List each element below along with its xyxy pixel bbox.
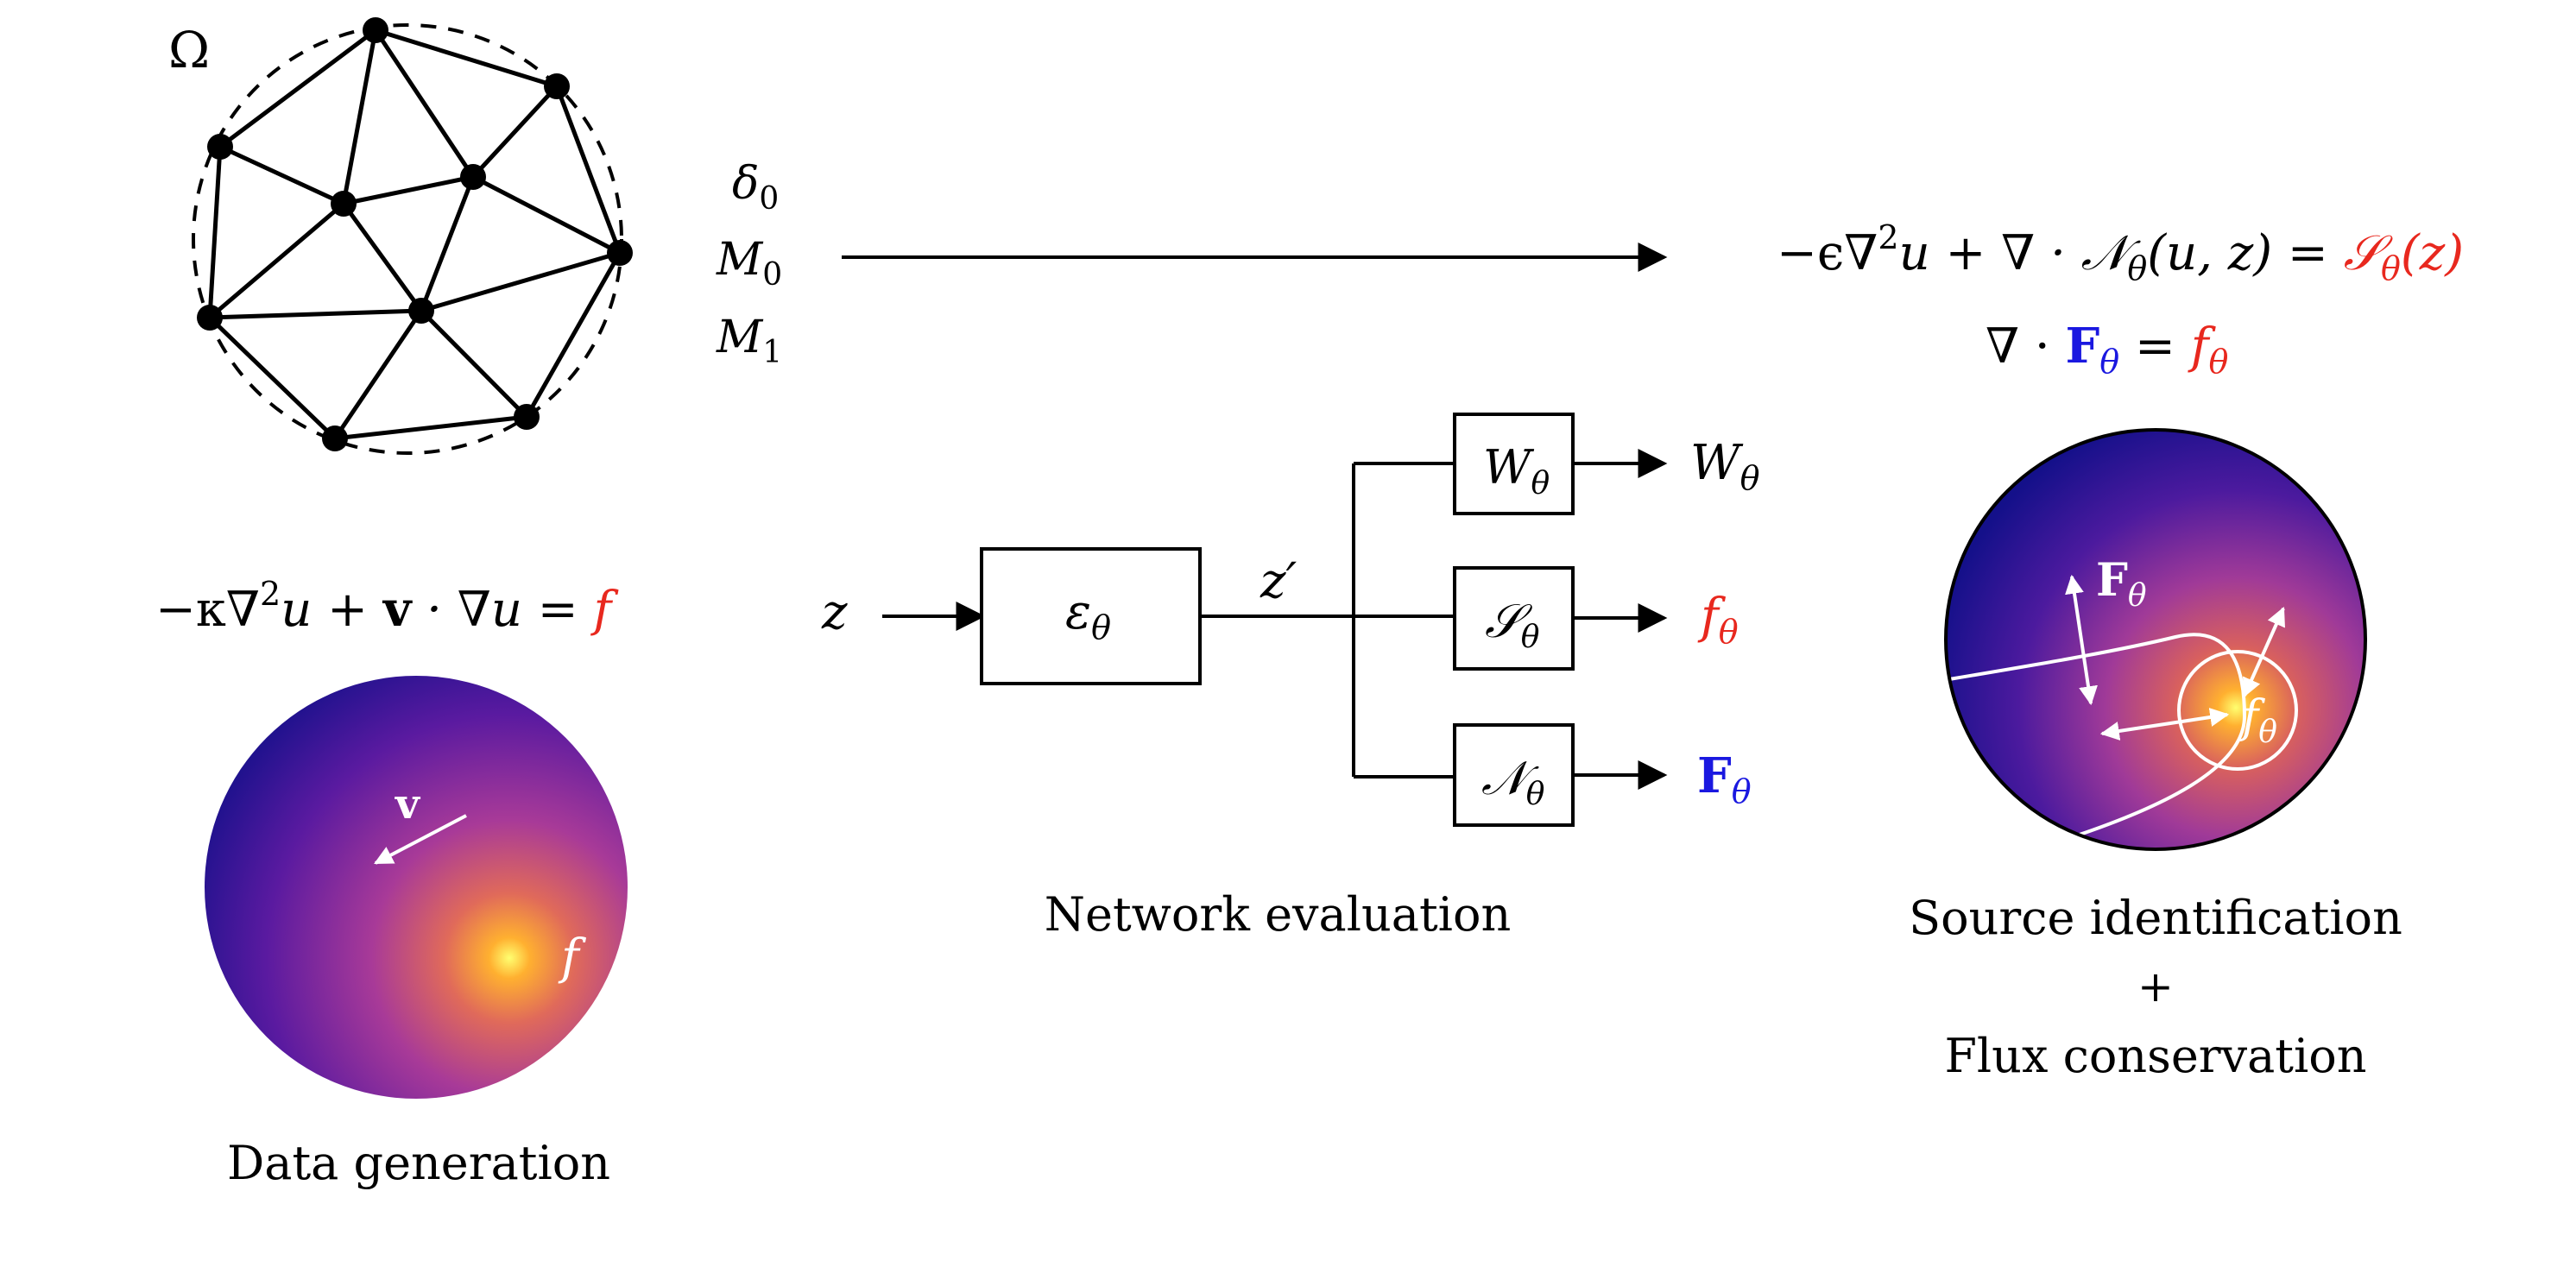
- zprime-label: z′: [1260, 553, 1297, 609]
- encoder-label: εθ: [1065, 584, 1111, 646]
- mesh-edge: [419, 176, 476, 312]
- mesh-edge: [471, 85, 559, 179]
- mesh-node: [408, 298, 434, 324]
- encoder-box: [980, 547, 1202, 685]
- mesh-group: Ω: [168, 17, 633, 455]
- mesh-node: [197, 305, 223, 331]
- mesh-node: [544, 73, 570, 99]
- source-disk: Fθ fθ: [1944, 428, 2367, 851]
- mesh-edge: [341, 29, 378, 205]
- flux-arrow-horizontal: [2099, 708, 2230, 741]
- mesh-edge: [332, 309, 424, 440]
- mesh-edge: [209, 308, 422, 320]
- mesh-node: [207, 134, 233, 160]
- velocity-label: v: [395, 780, 421, 829]
- m0-label: M0: [716, 234, 782, 293]
- mesh-edge: [375, 28, 558, 89]
- data-disk: v f: [205, 676, 628, 1099]
- data-equation: −κ∇2u + v · ∇u = f: [155, 575, 619, 638]
- branch-lines: [1200, 462, 1455, 778]
- flux-F-label: Fθ: [2096, 554, 2147, 614]
- mesh-edge: [207, 146, 223, 318]
- caption-source-line2: Flux conservation: [1944, 1029, 2366, 1083]
- out-w-label: Wθ: [1690, 435, 1760, 497]
- caption-source-plus: +: [2137, 961, 2174, 1012]
- mesh-edge: [420, 250, 621, 313]
- box-n-label: 𝒩θ: [1481, 751, 1545, 812]
- top-equation: −ϵ∇2u + ∇ · 𝒩θ(u, z) = 𝒮θ(z): [1777, 218, 2464, 287]
- box-w: [1453, 413, 1575, 515]
- mesh-edge: [208, 202, 345, 319]
- inputs-list: δ0 M0 M1: [716, 158, 782, 370]
- mesh-edge: [341, 202, 424, 312]
- mesh-edge: [373, 28, 476, 179]
- flux-arrow-vertical: [2065, 574, 2098, 706]
- velocity-arrow: [374, 814, 467, 865]
- mesh-edge: [471, 174, 622, 255]
- box-n: [1453, 723, 1575, 827]
- caption-network-evaluation: Network evaluation: [1045, 887, 1512, 942]
- mesh-node: [331, 191, 357, 217]
- network-group: z εθ z′ Wθ 𝒮θ 𝒩θ Wθ fθ Fθ: [821, 413, 1760, 827]
- mesh-edge: [343, 174, 474, 206]
- flux-arrow-diagonal: [2243, 606, 2285, 698]
- box-w-label: Wθ: [1483, 440, 1550, 501]
- mesh-node: [514, 404, 540, 430]
- mesh-edge: [554, 85, 622, 254]
- mesh-nodes: [197, 17, 633, 451]
- mesh-edge: [218, 28, 377, 148]
- out-f-label: fθ: [1697, 589, 1739, 651]
- m1-label: M1: [716, 312, 782, 370]
- mesh-edge: [218, 144, 345, 206]
- mesh-node: [322, 425, 348, 451]
- mesh-edge: [208, 316, 337, 440]
- delta-label: δ0: [732, 158, 779, 217]
- mesh-node: [363, 17, 388, 43]
- omega-label: Ω: [168, 21, 210, 79]
- caption-data-generation: Data generation: [227, 1136, 610, 1190]
- mesh-edges: [207, 28, 622, 441]
- out-F-label: Fθ: [1697, 747, 1752, 810]
- mesh-edge: [334, 414, 527, 441]
- mesh-edge: [420, 309, 528, 419]
- box-s: [1453, 566, 1575, 671]
- domain-boundary: [192, 23, 623, 455]
- mesh-node: [460, 164, 486, 190]
- divergence-equation: ∇ · Fθ = fθ: [1986, 318, 2228, 381]
- z-input-label: z: [821, 584, 848, 640]
- mesh-node: [607, 240, 633, 266]
- mesh-edge: [524, 251, 622, 419]
- caption-source-line1: Source identification: [1909, 891, 2402, 945]
